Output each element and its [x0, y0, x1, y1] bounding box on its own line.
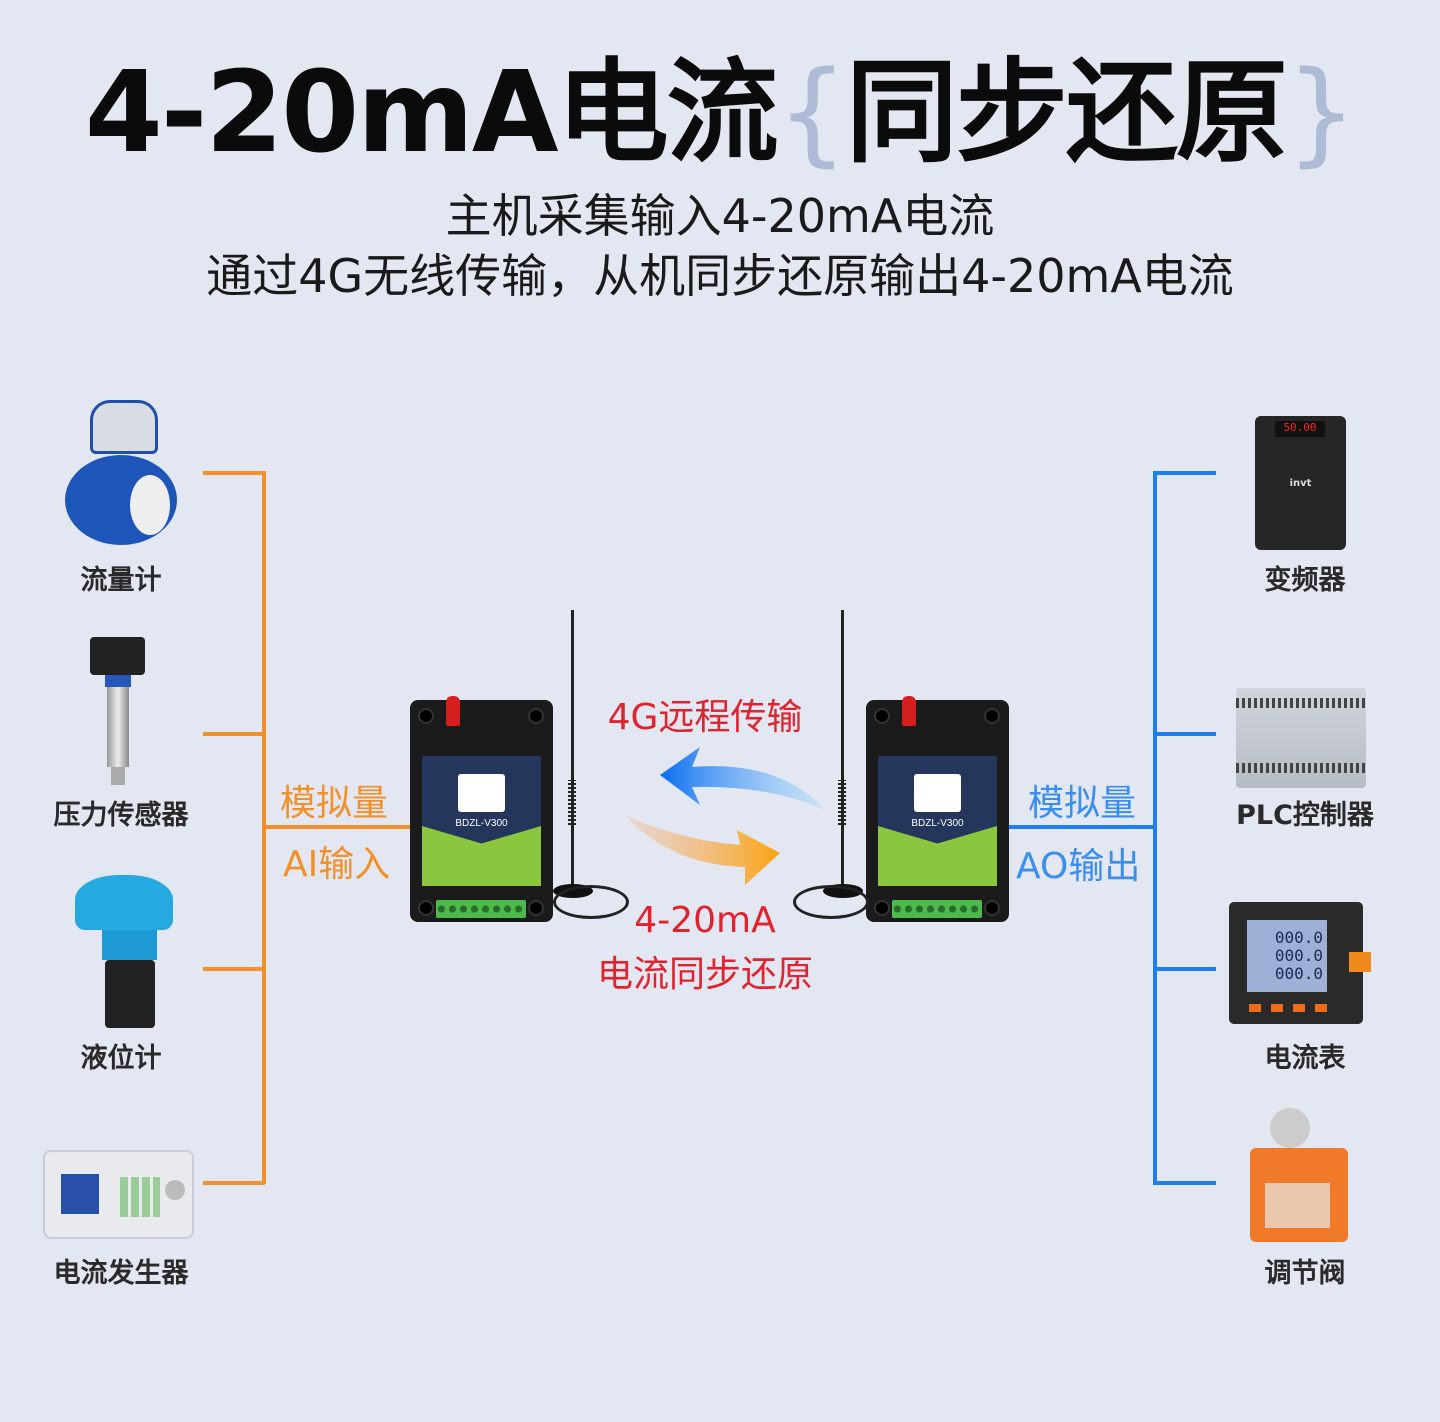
- left-device-label: 流量计: [80, 565, 162, 596]
- inverter-brand: invt: [1289, 478, 1312, 489]
- right-stub: [1153, 732, 1216, 736]
- arrow-left-icon: [660, 747, 825, 810]
- ammeter-reading: 000.0: [1274, 928, 1323, 947]
- transfer-arrows: [625, 747, 825, 885]
- left-stub: [203, 732, 265, 736]
- subtitle-line2: 通过4G无线传输，从机同步还原输出4-20mA电流: [206, 249, 1234, 303]
- left-stub: [203, 967, 265, 971]
- left-main-line: [262, 825, 412, 829]
- qr-code-icon: [914, 774, 961, 812]
- plc-icon: [1236, 688, 1366, 788]
- antenna-icon: [841, 610, 844, 885]
- terminal-block: [436, 900, 526, 918]
- title-highlight: 同步还原: [845, 48, 1288, 178]
- ammeter-reading: 000.0: [1274, 946, 1323, 965]
- brace-close: }: [1285, 48, 1357, 178]
- inverter-display: 50.00: [1275, 421, 1325, 437]
- right-stub: [1153, 967, 1216, 971]
- page-title: 4-20mA电流{同步还原}: [0, 22, 1440, 184]
- right-stub: [1153, 1181, 1216, 1185]
- right-signal-type: 模拟量: [1028, 783, 1137, 824]
- pressure-sensor-icon: [85, 637, 150, 787]
- valve-icon: [1250, 1108, 1348, 1242]
- right-signal-io: AO输出: [1016, 846, 1141, 887]
- module-model: BDZL-V300: [911, 818, 964, 829]
- module-model: BDZL-V300: [455, 818, 508, 829]
- left-signal-type: 模拟量: [280, 783, 389, 824]
- right-main-line: [1008, 825, 1155, 829]
- right-bracket-vertical: [1153, 471, 1157, 1184]
- ammeter-icon: 000.0 000.0 000.0: [1229, 902, 1371, 1024]
- transmission-label: 4G远程传输: [607, 697, 803, 738]
- right-device-label: 调节阀: [1264, 1258, 1346, 1289]
- left-device-label: 电流发生器: [53, 1258, 189, 1289]
- ammeter-reading: 000.0: [1274, 964, 1323, 983]
- left-signal-io: AI输入: [283, 844, 391, 885]
- master-module: BDZL-V300: [410, 696, 553, 922]
- brace-open: {: [776, 48, 848, 178]
- subtitle-line1: 主机采集输入4-20mA电流: [445, 189, 995, 243]
- left-stub: [203, 1181, 265, 1185]
- qr-code-icon: [458, 774, 505, 812]
- right-device-label: 变频器: [1264, 565, 1346, 596]
- current-generator-icon: [43, 1150, 194, 1239]
- slave-module: BDZL-V300: [866, 696, 1009, 922]
- arrow-right-icon: [625, 815, 780, 885]
- left-device-label: 压力传感器: [53, 800, 189, 831]
- current-label: 4-20mA: [634, 900, 776, 941]
- level-meter-icon: [60, 870, 175, 1030]
- title-main: 4-20mA电流: [84, 48, 779, 178]
- antenna-connector: [902, 696, 916, 726]
- inverter-icon: 50.00 invt: [1255, 416, 1346, 550]
- right-device-label: 电流表: [1264, 1043, 1346, 1074]
- sync-label: 电流同步还原: [596, 954, 813, 995]
- left-device-label: 液位计: [80, 1043, 162, 1074]
- right-stub: [1153, 471, 1216, 475]
- flowmeter-icon: [65, 400, 177, 545]
- right-device-label: PLC控制器: [1236, 800, 1374, 831]
- terminal-block: [892, 900, 982, 918]
- left-stub: [203, 471, 265, 475]
- antenna-connector: [446, 696, 460, 726]
- antenna-icon: [571, 610, 574, 885]
